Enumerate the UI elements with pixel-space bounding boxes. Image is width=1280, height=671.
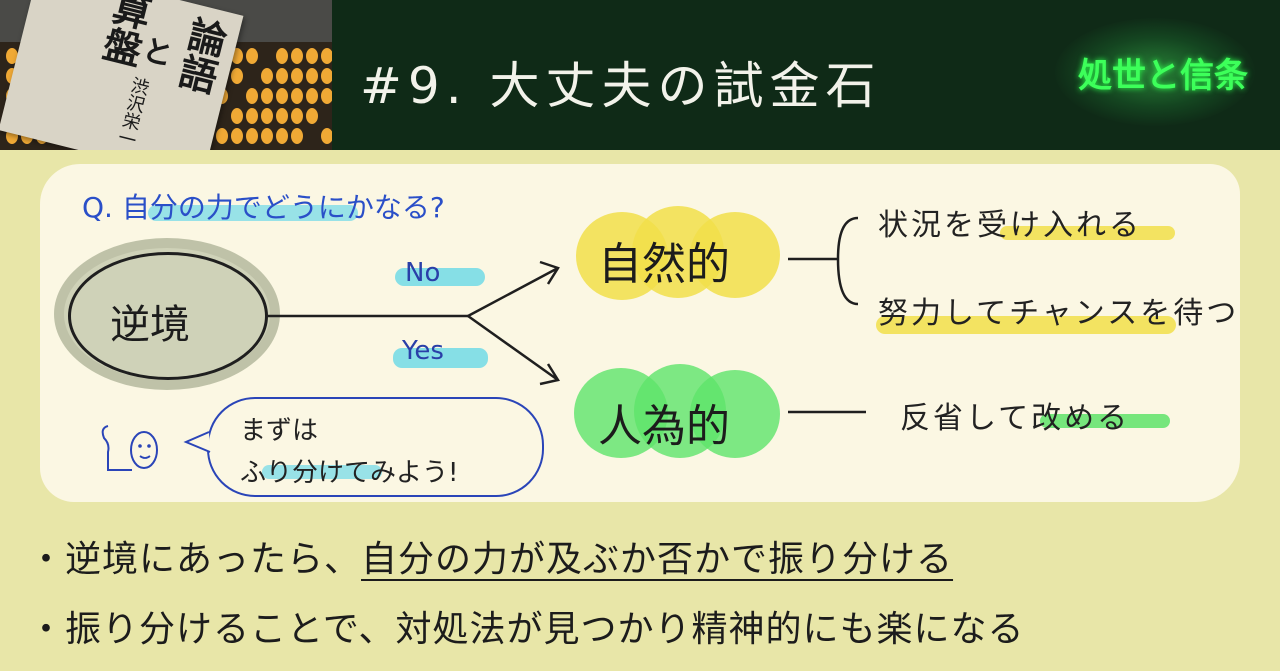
abacus-bead [246, 128, 258, 144]
artificial-label: 人為的 [598, 401, 730, 452]
abacus-bead [231, 128, 243, 144]
abacus-bead [231, 68, 243, 84]
abacus-bead [231, 108, 243, 124]
abacus-bead [261, 128, 273, 144]
adversity-node-outline [68, 252, 268, 380]
no-highlight [395, 268, 485, 286]
natural-action-accept: 状況を受け入れる [878, 208, 1142, 243]
yes-highlight [393, 348, 488, 368]
abacus-bead [276, 68, 288, 84]
natural-action-wait: 努力してチャンスを待つ [878, 296, 1240, 331]
speech-line-2: ふり分けてみよう! [240, 458, 459, 488]
bullet-1-underlined: 自分の力が及ぶか否かで振り分ける [361, 539, 954, 580]
natural-label: 自然的 [598, 239, 730, 290]
abacus-bead [276, 108, 288, 124]
abacus-bead [276, 48, 288, 64]
abacus-bead [216, 128, 228, 144]
abacus-bead [261, 68, 273, 84]
accept-highlight [1000, 226, 1175, 240]
abacus-bead [261, 108, 273, 124]
effort-highlight [876, 316, 1176, 334]
abacus-bead [321, 68, 332, 84]
episode-title: #9. 大丈夫の試金石 [360, 57, 882, 115]
abacus-bead [291, 128, 303, 144]
abacus-bead [306, 108, 318, 124]
reflect-highlight [1040, 414, 1170, 428]
abacus-bead [291, 88, 303, 104]
bullet-1: ・逆境にあったら、自分の力が及ぶか否かで振り分ける [28, 530, 953, 582]
abacus-bead [291, 48, 303, 64]
adversity-label: 逆境 [110, 302, 190, 348]
speech-line-1: まずは [240, 416, 319, 446]
abacus-bead [246, 88, 258, 104]
natural-bracket [788, 216, 859, 306]
bullet-1-prefix: ・逆境にあったら、 [28, 539, 362, 580]
book-photo: 論語 と 算盤 渋沢栄一 [0, 0, 332, 150]
question-highlight [148, 205, 358, 221]
natural-blob-3 [690, 212, 780, 298]
abacus-bead [276, 128, 288, 144]
abacus-bead [321, 48, 332, 64]
abacus-bead [276, 88, 288, 104]
speech-highlight [262, 465, 382, 479]
artificial-action-reflect: 反省して改める [900, 401, 1131, 436]
doodle-figure-icon [101, 425, 158, 471]
abacus-bead [291, 68, 303, 84]
abacus-bead [291, 108, 303, 124]
abacus-bead [321, 88, 332, 104]
fork-upper-arrow [467, 260, 560, 318]
abacus-bead [306, 68, 318, 84]
abacus-bead [246, 48, 258, 64]
fork-lower-arrow [467, 314, 560, 386]
bullet-2: ・振り分けることで、対処法が見つかり精神的にも楽になる [28, 600, 1024, 652]
header-banner: 論語 と 算盤 渋沢栄一 #9. 大丈夫の試金石 処世と信条 [0, 0, 1280, 150]
abacus-bead [321, 128, 332, 144]
question-text: Q. 自分の力でどうにかなる? [82, 191, 445, 224]
series-glow [1055, 18, 1255, 126]
abacus-bead [306, 48, 318, 64]
branch-yes-label: Yes [402, 336, 444, 366]
artificial-blob-3 [690, 370, 780, 458]
branch-no-label: No [405, 258, 441, 288]
abacus-bead [261, 88, 273, 104]
bullet-2-text: ・振り分けることで、対処法が見つかり精神的にも楽になる [28, 609, 1025, 650]
abacus-bead [306, 88, 318, 104]
abacus-bead [246, 108, 258, 124]
series-badge: 処世と信条 [1078, 56, 1248, 96]
